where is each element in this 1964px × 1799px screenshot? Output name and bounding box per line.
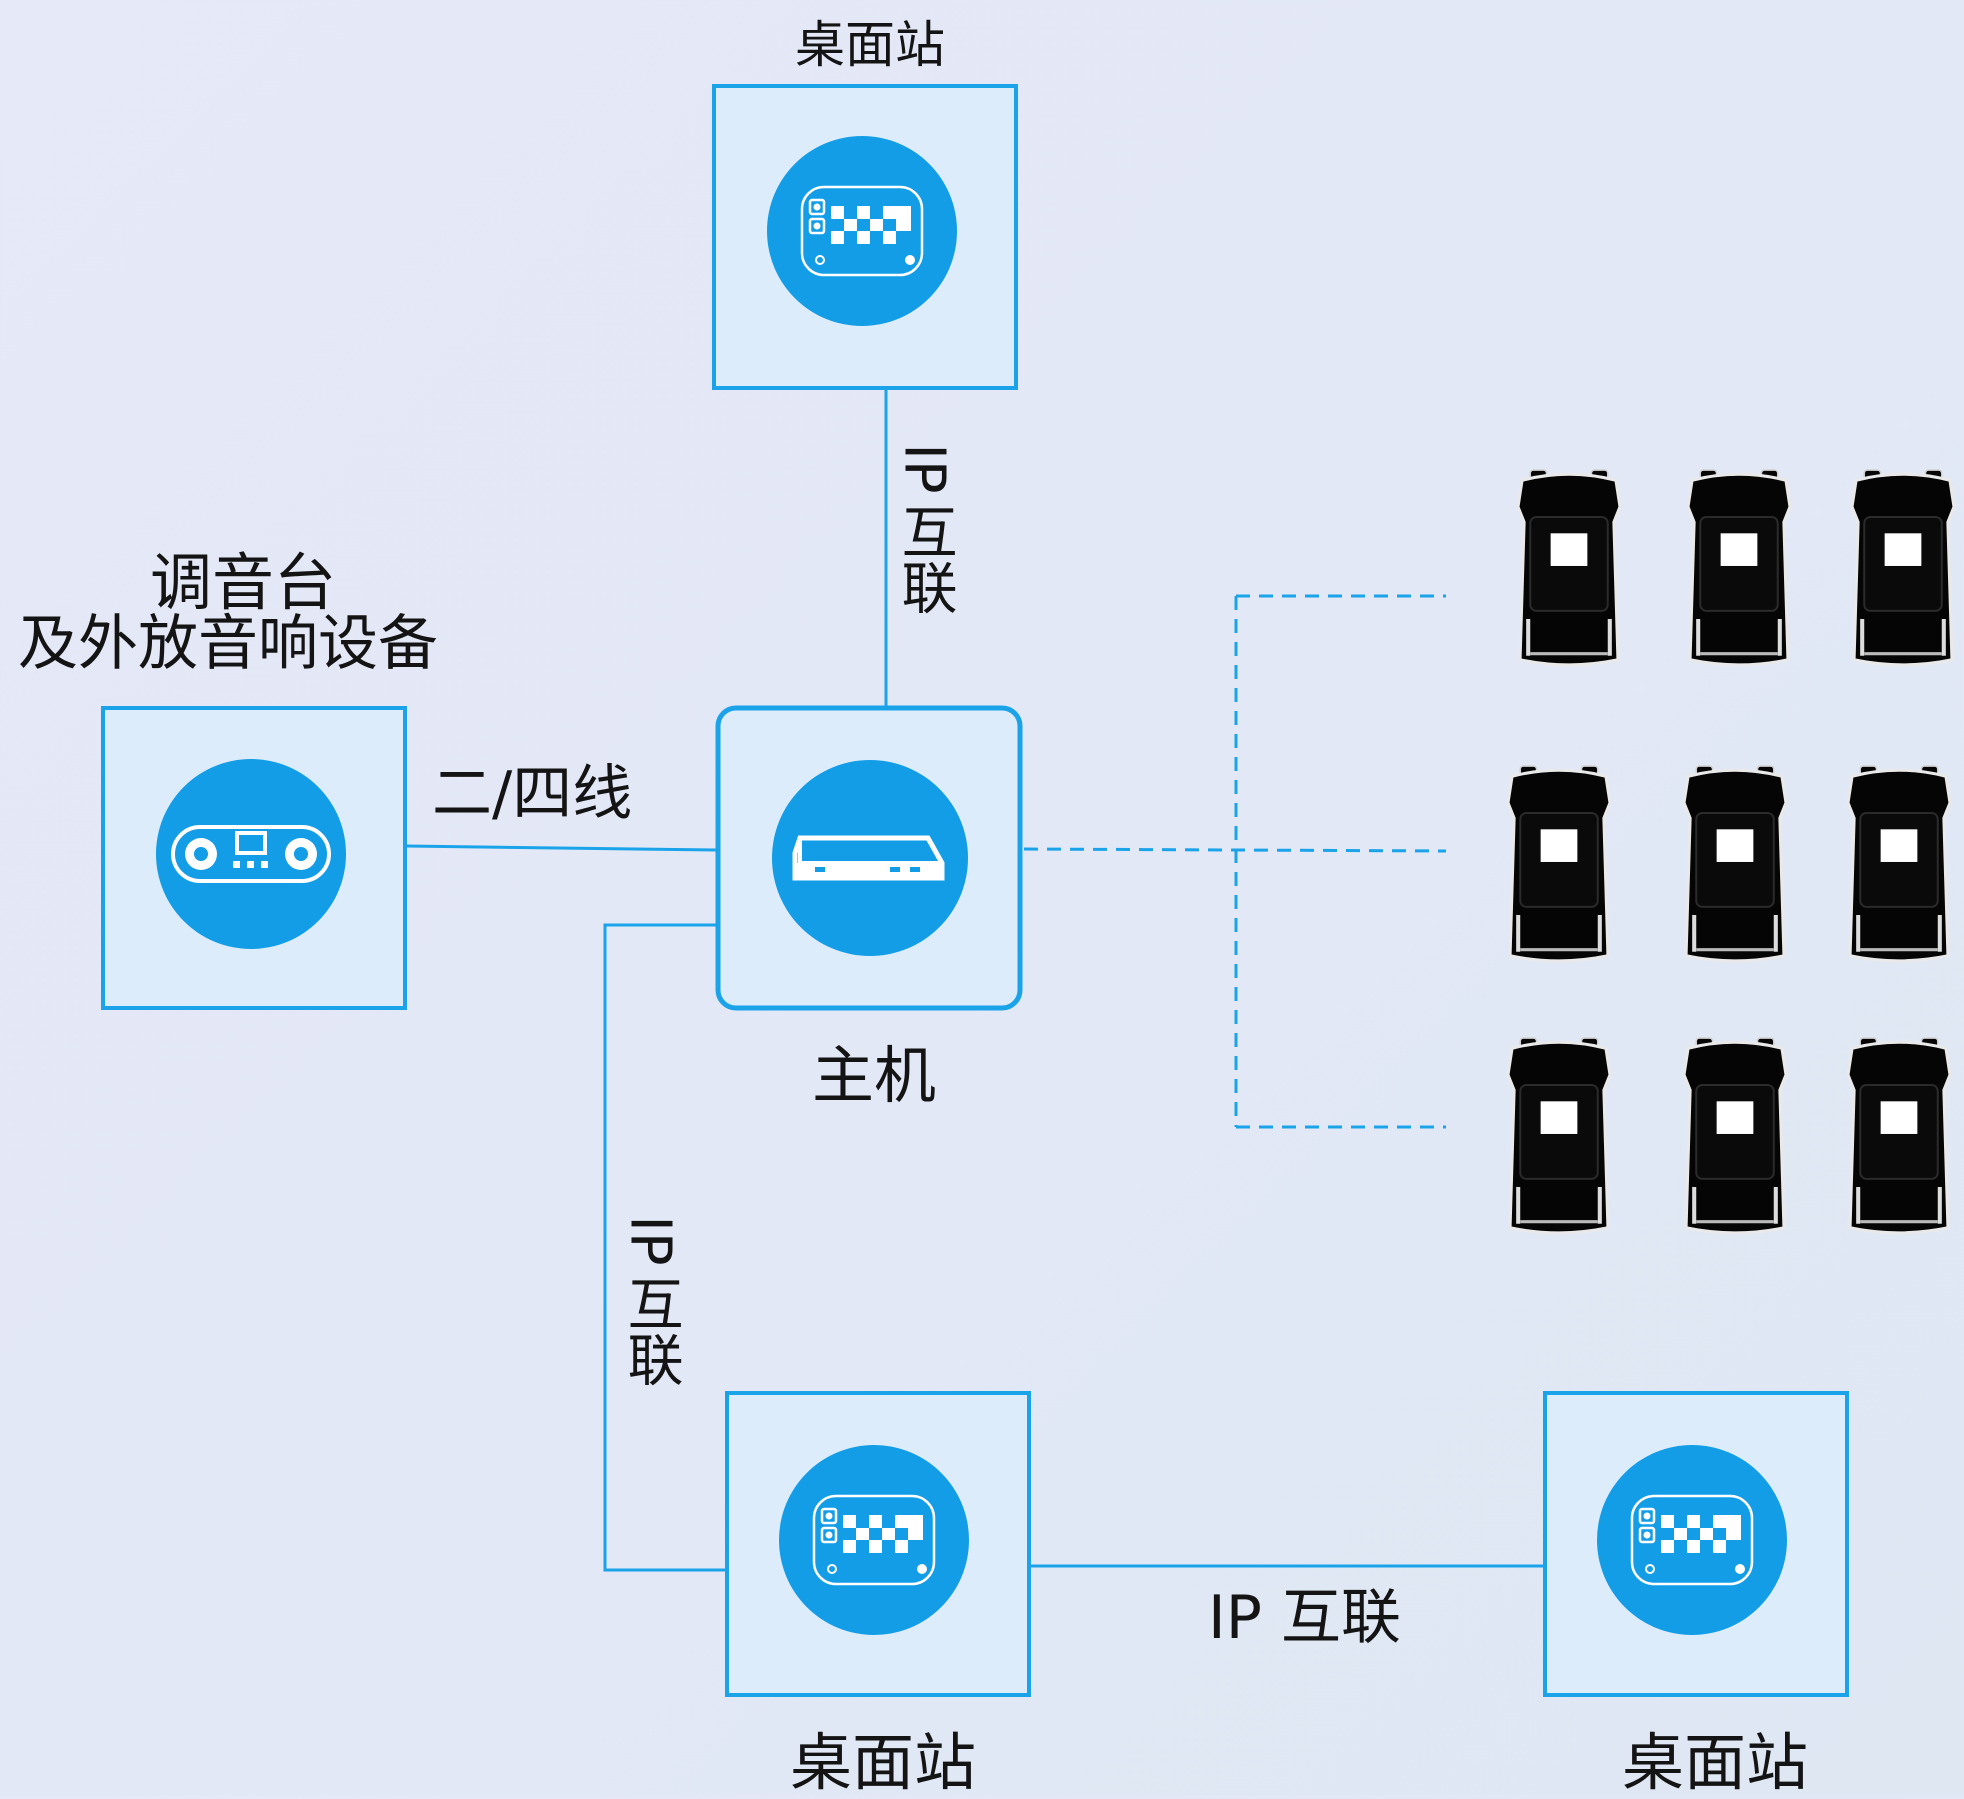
link-left-line [603,923,728,1572]
desk-station-bottom-right-node [1543,1391,1849,1697]
mixer-node [101,706,407,1010]
desk-station-bottom-right-label: 桌面站 [1622,1726,1809,1799]
radio-terminal-icon [1684,766,1786,961]
link-top-label: IP 互联 [892,440,958,616]
mixer-label-line1: 调音台 [150,546,337,619]
link-left-label: IP 互联 [618,1212,684,1388]
desk-station-icon [1597,1445,1787,1635]
link-left-ip: IP [618,1215,684,1266]
link-mixer-label: 二/四线 [432,759,633,829]
radio-terminal-icon [1852,470,1954,665]
link-mixer-line [405,844,717,852]
desk-station-icon [767,136,957,326]
radio-terminal-icon [1688,470,1790,665]
radio-terminal-grid [1508,470,1954,1233]
speaker-icon [156,759,346,949]
link-bottom-label: IP 互联 [1208,1583,1401,1653]
radio-terminal-icon [1508,766,1610,961]
radio-terminal-icon [1518,470,1620,665]
radio-terminal-icon [1848,766,1950,961]
desk-station-bottom-left-node [725,1391,1031,1697]
radio-terminal-icon [1684,1038,1786,1233]
host-label: 主机 [812,1039,937,1112]
desk-station-icon [779,1445,969,1635]
link-top-ip: IP [892,443,958,494]
mixer-label-line2: 及外放音响设备 [18,609,438,679]
host-node [715,705,1023,1011]
connection-lines [405,388,1546,1572]
radio-terminal-icon [1508,1038,1610,1233]
desk-station-top-node [712,84,1018,390]
link-left-text: 互联 [618,1275,684,1388]
link-top-text: 互联 [892,503,958,616]
host-device-icon [772,760,968,956]
desk-station-bottom-left-label: 桌面站 [790,1726,977,1799]
desk-station-top-label: 桌面站 [795,16,945,74]
radio-terminal-icon [1848,1038,1950,1233]
